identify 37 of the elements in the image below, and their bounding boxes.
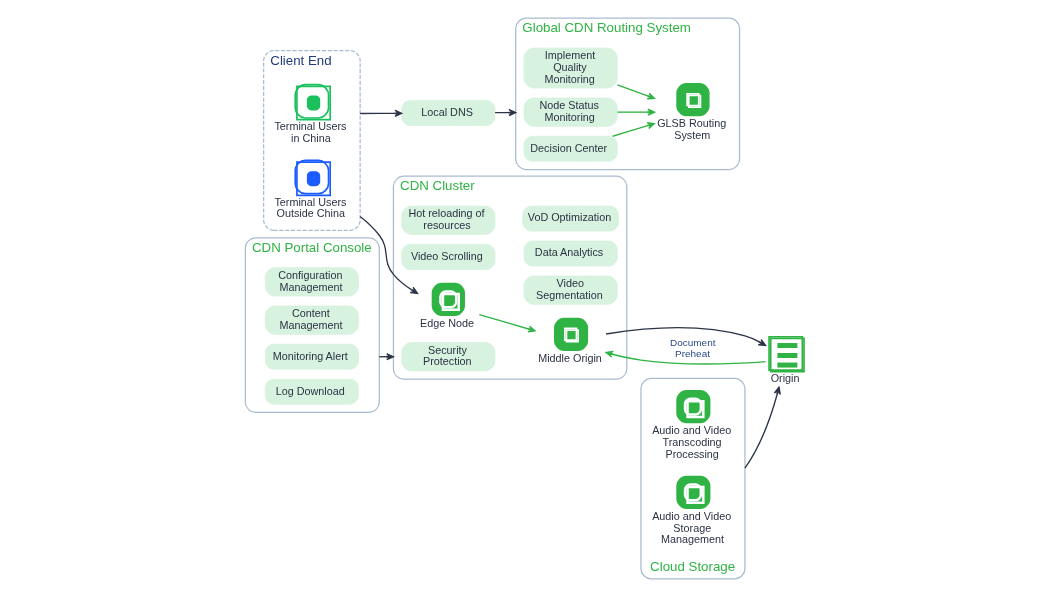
node-box [431, 282, 465, 316]
arrow [605, 350, 767, 365]
node-label: Middle Origin [538, 352, 602, 365]
node-label: Terminal Users in China [274, 119, 347, 144]
arrow [616, 108, 656, 116]
node-label: Terminal Users Outside China [274, 195, 347, 220]
node-box: Security Protection [401, 342, 496, 372]
node-box: VoD Optimization [522, 205, 619, 232]
node-box [676, 83, 710, 117]
node-box: Video Segmentation [523, 275, 618, 305]
node-box: Video Scrolling [401, 244, 496, 270]
node-box: Data Analytics [523, 240, 618, 267]
node-box: Implement Quality Monitoring [523, 47, 618, 89]
node-box: Log Download [264, 378, 359, 405]
node-box [676, 390, 711, 424]
node-box [676, 475, 711, 509]
node-box: Hot reloading of resources [401, 205, 496, 235]
arrow [744, 386, 781, 469]
arrow [616, 84, 656, 100]
arrow [359, 109, 403, 117]
node-label: Audio and Video Storage Management [652, 510, 732, 546]
arrow [478, 314, 536, 333]
node-label: GLSB Routing System [657, 117, 727, 142]
node-box: Decision Center [523, 135, 618, 162]
arrow [612, 122, 656, 137]
node-label: Edge Node [420, 317, 475, 330]
node-box: Local DNS [401, 100, 496, 126]
node-box: Configuration Management [264, 267, 359, 297]
node-box: Monitoring Alert [264, 343, 359, 370]
node-label: Audio and Video Transcoding Processing [652, 424, 732, 460]
node-label: Origin [770, 372, 800, 385]
arrow [605, 327, 767, 347]
node-box: Content Management [264, 305, 359, 335]
edge-label: Document Preheat [670, 337, 716, 360]
node-box: Node Status Monitoring [523, 97, 618, 127]
node-box [554, 317, 589, 351]
arrow [359, 215, 419, 294]
